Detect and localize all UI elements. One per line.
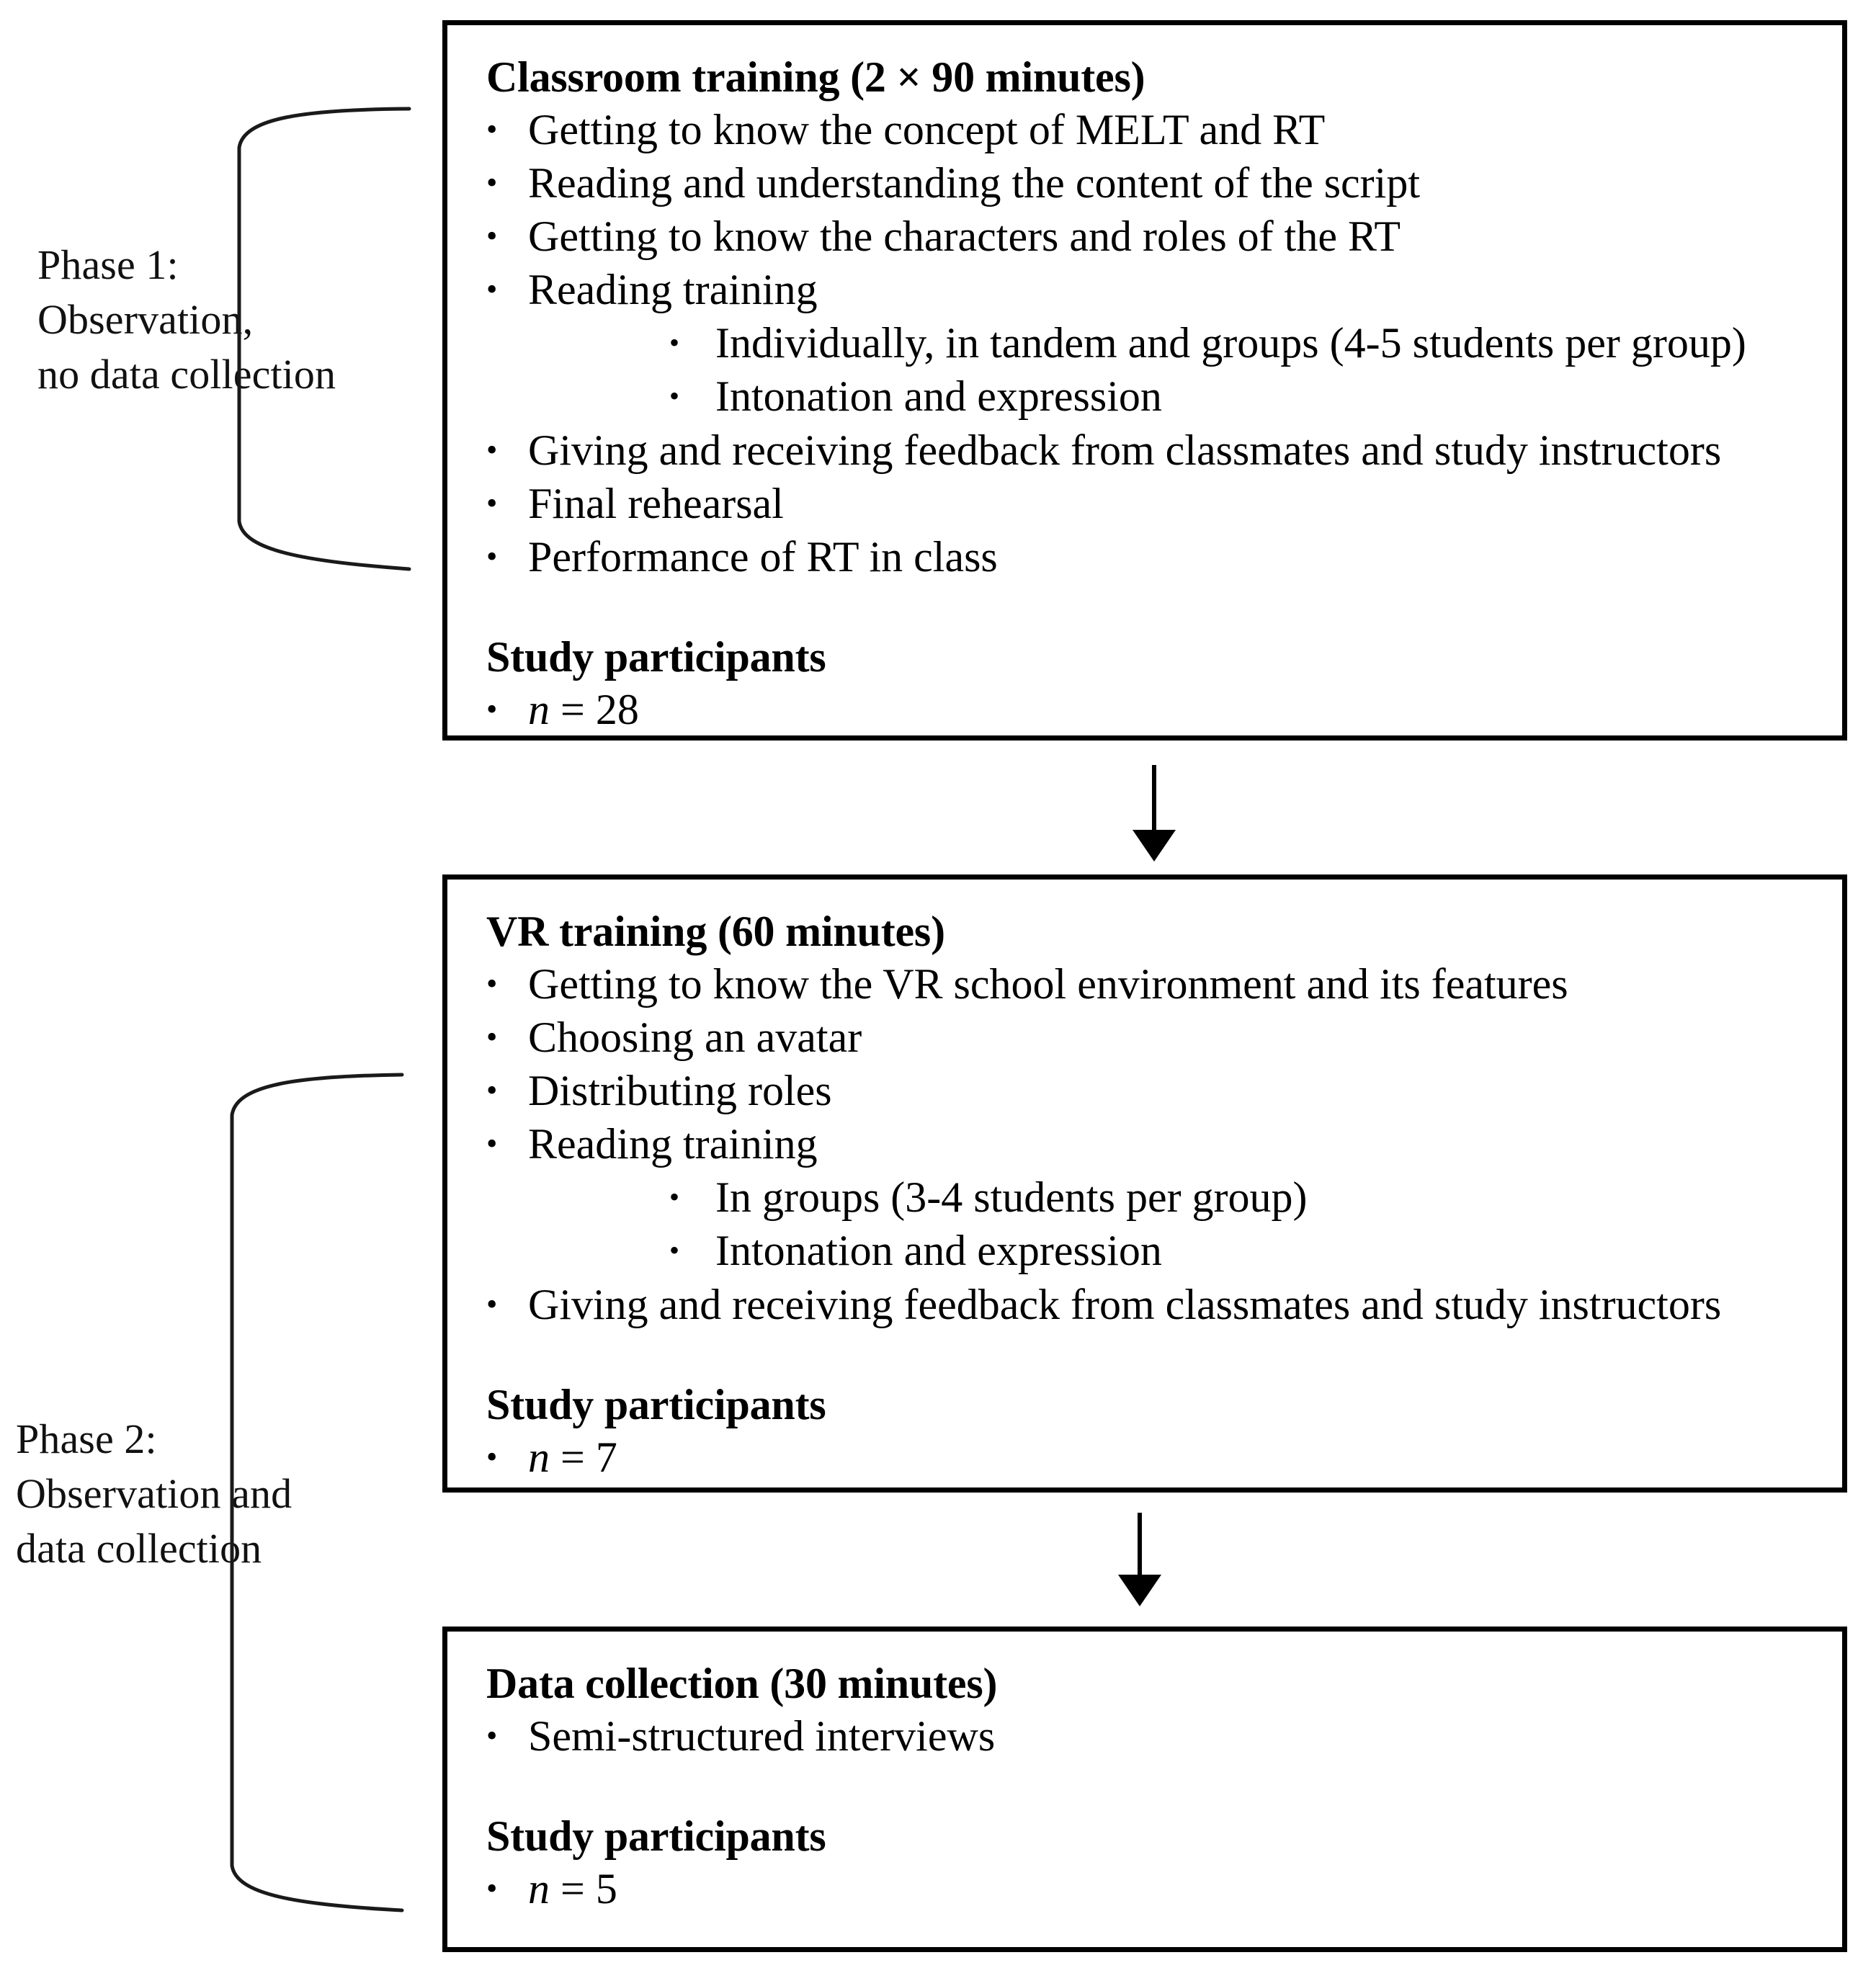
list-item: • Giving and receiving feedback from cla…: [486, 424, 1823, 477]
sub-list-item-label: Individually, in tandem and groups (4-5 …: [715, 319, 1746, 367]
list-item-with-children: Reading training • Individually, in tand…: [528, 263, 1823, 423]
box-classroom-participants-list: • n = 28: [486, 683, 1823, 736]
sub-list-item-label: Intonation and expression: [715, 1227, 1162, 1275]
n-symbol: n: [528, 685, 550, 733]
list-item: • Getting to know the concept of MELT an…: [486, 103, 1823, 156]
participants-count: n = 28: [528, 683, 1823, 736]
sub-list-item: • Individually, in tandem and groups (4-…: [669, 316, 1823, 370]
list-item: • Distributing roles: [486, 1064, 1823, 1117]
list-item: • Semi-structured interviews: [486, 1709, 1823, 1763]
box-data-participants-heading: Study participants: [486, 1812, 826, 1861]
list-item-label: Distributing roles: [528, 1067, 832, 1115]
bullet-sub-icon: •: [669, 1181, 680, 1214]
box-classroom-sub-list: • Individually, in tandem and groups (4-…: [528, 316, 1823, 423]
box-data-item-list: • Semi-structured interviews: [486, 1709, 1823, 1763]
bullet-icon: •: [486, 1286, 498, 1322]
list-item: • Performance of RT in class: [486, 530, 1823, 583]
bullet-icon: •: [486, 1439, 498, 1475]
list-item-label: Reading and understanding the content of…: [528, 159, 1420, 207]
phase-1-label: Phase 1: Observation, no data collection: [37, 241, 336, 398]
list-item: • Getting to know the characters and rol…: [486, 210, 1823, 263]
bullet-icon: •: [486, 691, 498, 727]
list-item-label: Giving and receiving feedback from class…: [528, 426, 1722, 474]
list-item-label: Giving and receiving feedback from class…: [528, 1280, 1722, 1328]
list-item: • n = 28: [486, 683, 1823, 736]
box-data-heading: Data collection (30 minutes): [486, 1660, 998, 1707]
bullet-sub-icon: •: [669, 1234, 680, 1267]
list-item: • Reading and understanding the content …: [486, 156, 1823, 210]
bullet-icon: •: [486, 1718, 498, 1753]
box-vr-participants-heading: Study participants: [486, 1380, 826, 1428]
bullet-icon: •: [486, 1871, 498, 1907]
box-vr-participants-list: • n = 7: [486, 1431, 1823, 1484]
list-item: • Choosing an avatar: [486, 1011, 1823, 1064]
list-item-label: Semi-structured interviews: [528, 1712, 996, 1760]
box-data-participants-list: • n = 5: [486, 1862, 1823, 1915]
arrow-vr-to-data: [1118, 1513, 1161, 1606]
participants-count: n = 7: [528, 1431, 1823, 1484]
bullet-icon: •: [486, 165, 498, 201]
list-item-label: Reading training: [528, 266, 818, 314]
n-symbol: n: [528, 1865, 550, 1913]
list-item: • Getting to know the VR school environm…: [486, 957, 1823, 1011]
bullet-icon: •: [486, 218, 498, 254]
sub-list-item-label: In groups (3-4 students per group): [715, 1173, 1308, 1222]
bullet-icon: •: [486, 431, 498, 467]
n-value: = 7: [550, 1433, 617, 1481]
box-classroom-heading: Classroom training (2 × 90 minutes): [486, 53, 1145, 101]
bullet-sub-icon: •: [669, 326, 680, 359]
box-data-collection: Data collection (30 minutes) • Semi-stru…: [442, 1627, 1847, 1952]
bullet-icon: •: [486, 1126, 498, 1162]
list-item-with-children: Reading training • In groups (3-4 studen…: [528, 1117, 1823, 1277]
n-symbol: n: [528, 1433, 550, 1481]
n-value: = 28: [550, 685, 639, 733]
sub-list-item: • Intonation and expression: [669, 370, 1823, 423]
box-vr-heading: VR training (60 minutes): [486, 908, 945, 955]
bullet-icon: •: [486, 272, 498, 308]
bullet-sub-icon: •: [669, 380, 680, 413]
list-item-label: Final rehearsal: [528, 479, 784, 527]
list-item-label: Getting to know the VR school environmen…: [528, 960, 1568, 1008]
list-item-label: Choosing an avatar: [528, 1014, 862, 1062]
sub-list-item: • In groups (3-4 students per group): [669, 1171, 1823, 1224]
arrow-classroom-to-vr: [1133, 765, 1176, 862]
box-vr-training: VR training (60 minutes) • Getting to kn…: [442, 874, 1847, 1493]
list-item-label: Performance of RT in class: [528, 532, 998, 581]
sub-list-item-label: Intonation and expression: [715, 372, 1162, 421]
n-value: = 5: [550, 1865, 617, 1913]
phase-2-label: Phase 2: Observation and data collection: [16, 1415, 292, 1572]
list-item: • Giving and receiving feedback from cla…: [486, 1278, 1823, 1331]
list-item: • n = 7: [486, 1431, 1823, 1484]
bullet-icon: •: [486, 966, 498, 1001]
bullet-icon: •: [486, 1019, 498, 1055]
box-vr-sub-list: • In groups (3-4 students per group) • I…: [528, 1171, 1823, 1277]
bullet-icon: •: [486, 538, 498, 574]
box-classroom-training: Classroom training (2 × 90 minutes) • Ge…: [442, 20, 1847, 741]
box-classroom-participants-heading: Study participants: [486, 632, 826, 681]
list-item-label: Reading training: [528, 1120, 818, 1168]
list-item: • Reading training • Individually, in ta…: [486, 263, 1823, 423]
box-classroom-item-list: • Getting to know the concept of MELT an…: [486, 103, 1823, 583]
bullet-icon: •: [486, 1073, 498, 1109]
participants-count: n = 5: [528, 1862, 1823, 1915]
box-vr-item-list: • Getting to know the VR school environm…: [486, 957, 1823, 1331]
list-item-label: Getting to know the characters and roles…: [528, 212, 1401, 261]
sub-list-item: • Intonation and expression: [669, 1224, 1823, 1277]
list-item: • Reading training • In groups (3-4 stud…: [486, 1117, 1823, 1277]
list-item: • n = 5: [486, 1862, 1823, 1915]
list-item: • Final rehearsal: [486, 477, 1823, 530]
list-item-label: Getting to know the concept of MELT and …: [528, 106, 1326, 153]
bullet-icon: •: [486, 485, 498, 521]
bullet-icon: •: [486, 112, 498, 147]
